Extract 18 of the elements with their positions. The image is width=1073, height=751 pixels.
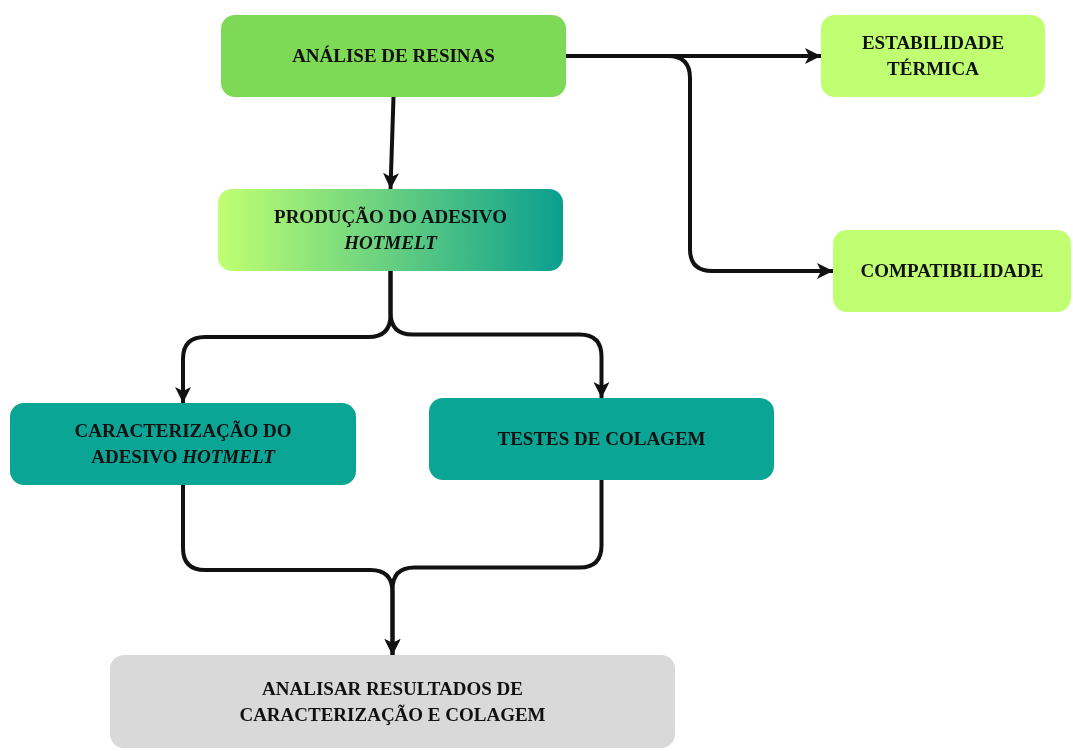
box-label: ESTABILIDADE TÉRMICA xyxy=(860,31,1006,81)
arrow xyxy=(384,480,604,655)
process-box xyxy=(10,403,356,485)
box-label: CARACTERIZAÇÃO DO ADESIVO HOTMELT xyxy=(73,419,293,469)
box-label: ANALISAR RESULTADOS DE CARACTERIZAÇÃO E COLAGEM xyxy=(238,676,547,727)
process-box xyxy=(218,189,563,271)
arrow xyxy=(383,96,399,190)
process-box xyxy=(429,398,774,480)
arrow xyxy=(388,271,610,398)
process-box xyxy=(833,230,1071,312)
process-box xyxy=(821,15,1045,97)
arrow xyxy=(566,54,833,279)
box-label: TESTES DE COLAGEM xyxy=(497,427,706,452)
box-label: ANÁLISE DE RESINAS xyxy=(292,44,495,69)
process-box xyxy=(110,655,675,748)
process-box xyxy=(221,15,566,97)
box-label: COMPATIBILIDADE xyxy=(860,259,1044,284)
box-label: PRODUÇÃO DO ADESIVO HOTMELT xyxy=(273,205,508,255)
